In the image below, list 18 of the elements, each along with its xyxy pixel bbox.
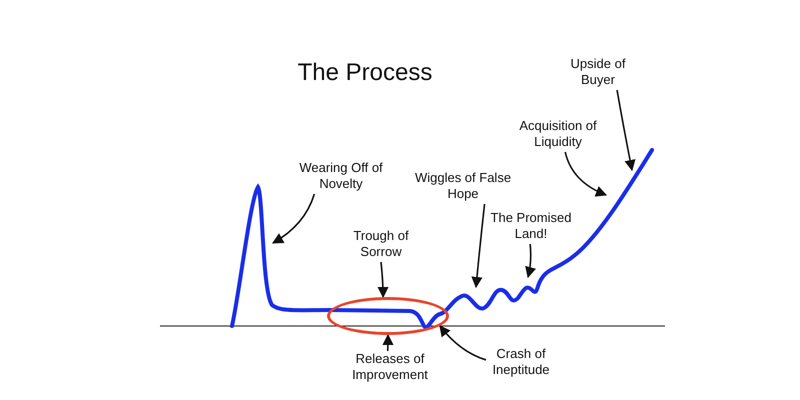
annotation-text: Trough of Sorrow <box>343 228 419 262</box>
annotation-text: Releases of Improvement <box>352 351 428 385</box>
leader-arrow <box>616 90 636 172</box>
leader-arrow <box>272 194 316 244</box>
leader-arrow <box>471 204 486 288</box>
annotation-text: Acquisition of Liquidity <box>513 118 603 152</box>
leader-arrow <box>382 334 394 352</box>
diagram-title: The Process <box>296 58 434 88</box>
annotation-text: Upside of Buyer <box>570 56 626 90</box>
annotation-text: Wearing Off of Novelty <box>298 160 384 194</box>
leader-arrow <box>377 262 389 298</box>
highlight-ellipse <box>327 297 449 335</box>
annotation-text: Wiggles of False Hope <box>414 170 512 204</box>
leader-arrow <box>525 244 536 278</box>
leader-arrow <box>439 325 486 361</box>
leader-arrow <box>564 152 608 196</box>
annotation-text: Crash of Ineptitude <box>486 346 556 380</box>
annotation-text: The Promised Land! <box>488 210 574 244</box>
